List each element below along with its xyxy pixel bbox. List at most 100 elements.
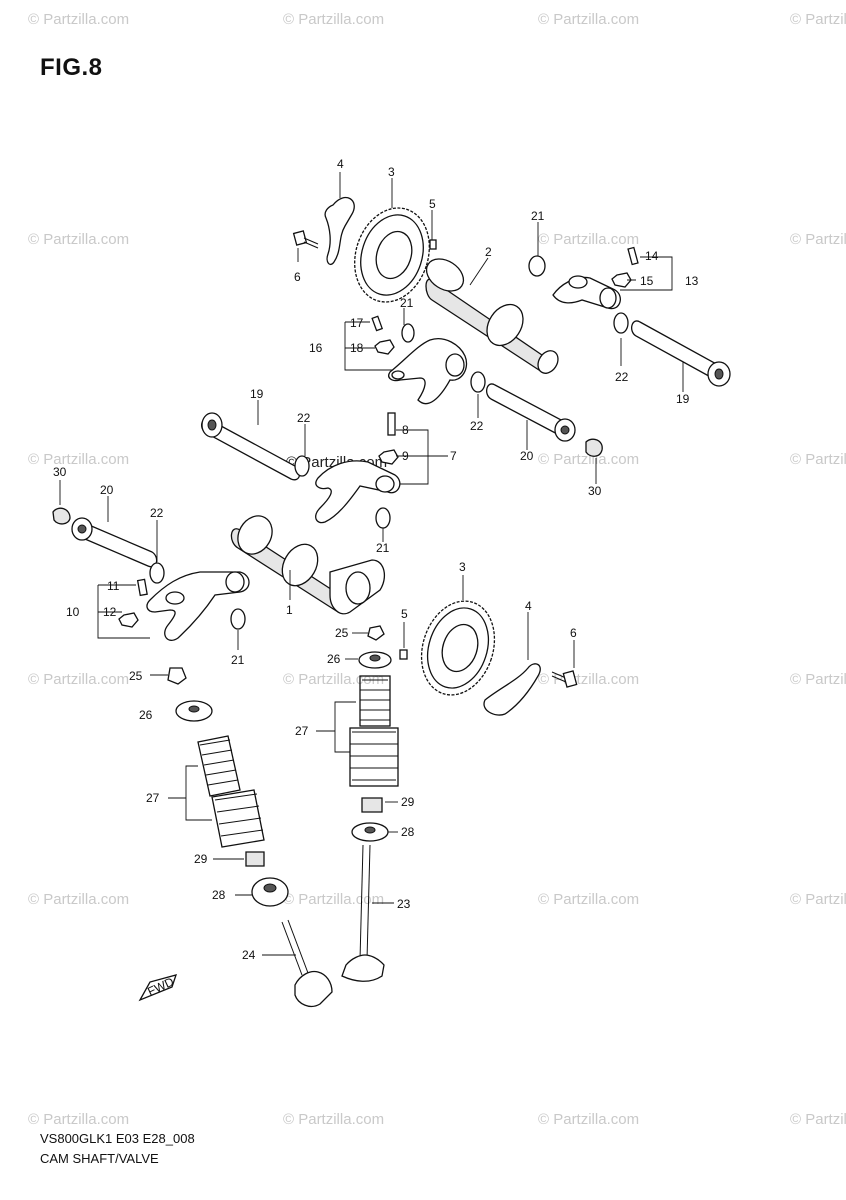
forward-direction-arrow: FWD xyxy=(138,974,177,1002)
callout-21: 21 xyxy=(376,541,390,555)
rocker-shaft-middle xyxy=(485,383,576,442)
spring-seat-28-left xyxy=(251,877,289,907)
callout-21: 21 xyxy=(531,209,545,223)
callout-5: 5 xyxy=(401,607,408,621)
watermark: © Partzilla.com xyxy=(790,671,846,688)
callout-21: 21 xyxy=(231,653,245,667)
valve-cotter-25-right xyxy=(367,625,385,641)
callout-23: 23 xyxy=(397,897,411,911)
adjusting-nut-12 xyxy=(118,612,139,628)
watermark: © Partzilla.com xyxy=(538,1111,639,1128)
callout-26: 26 xyxy=(139,708,153,722)
leader-lines xyxy=(59,172,684,956)
callout-22: 22 xyxy=(297,411,311,425)
callout-6: 6 xyxy=(294,270,301,284)
watermark: © Partzilla.com xyxy=(283,1111,384,1128)
callout-13: 13 xyxy=(685,274,699,288)
callout-16: 16 xyxy=(309,341,323,355)
cylinder-head-cap-left xyxy=(52,507,71,525)
watermark: © Partzilla.com xyxy=(538,11,639,28)
valve-stem-seal-29-left xyxy=(245,851,265,867)
intake-valve-24 xyxy=(281,919,333,1008)
rocker-shaft-right xyxy=(630,320,731,387)
callout-26: 26 xyxy=(327,652,341,666)
valve-springs-27-right xyxy=(349,675,399,787)
valve-stem-seal-29-right xyxy=(361,797,383,813)
cylinder-head-cap-right xyxy=(585,438,603,457)
callout-25: 25 xyxy=(335,626,349,640)
watermark: © Partzilla.com xyxy=(790,451,846,468)
rocker-shaft-oring-lower-left xyxy=(230,608,246,630)
watermark: © Partzilla.com xyxy=(28,451,129,468)
callout-5: 5 xyxy=(429,197,436,211)
watermark: © Partzilla.com xyxy=(538,891,639,908)
callout-22: 22 xyxy=(150,506,164,520)
rocker-arm-exhaust-upper xyxy=(388,338,468,405)
callout-29: 29 xyxy=(194,852,208,866)
valve-cotter-25-left xyxy=(167,667,187,685)
callout-27: 27 xyxy=(295,724,309,738)
rocker-shaft-oring-upper xyxy=(528,255,546,277)
callout-17: 17 xyxy=(350,316,364,330)
callout-11: 11 xyxy=(107,579,120,593)
rocker-arm-middle xyxy=(315,460,401,524)
rocker-shaft-oring-middle xyxy=(375,507,391,529)
rocker-arm-rear-intake xyxy=(552,275,621,310)
cam-sprocket-upper xyxy=(354,207,430,303)
watermark: © Partzilla.com xyxy=(28,231,129,248)
callout-24: 24 xyxy=(242,948,256,962)
adjusting-nut-15 xyxy=(611,272,632,288)
watermark: © Partzilla.com xyxy=(28,1111,129,1128)
spring-retainer-26-left xyxy=(175,700,213,722)
callout-8: 8 xyxy=(402,423,409,437)
watermark: © Partzilla.com xyxy=(790,891,846,908)
callout-25: 25 xyxy=(129,669,143,683)
callout-19: 19 xyxy=(250,387,264,401)
spring-seat-28-right xyxy=(351,822,389,842)
callout-15: 15 xyxy=(640,274,654,288)
watermark: © Partzilla.com xyxy=(28,11,129,28)
callout-28: 28 xyxy=(401,825,415,839)
callout-7: 7 xyxy=(450,449,457,463)
rocker-shaft-lower-left xyxy=(71,517,158,568)
camshaft-front xyxy=(230,515,386,615)
rocker-shaft-left xyxy=(200,412,301,481)
callout-30: 30 xyxy=(53,465,67,479)
callout-20: 20 xyxy=(520,449,534,463)
callout-4: 4 xyxy=(337,157,344,171)
spring-retainer-26-right xyxy=(358,651,392,669)
cam-chain-guide-plate-upper xyxy=(324,196,355,266)
callout-28: 28 xyxy=(212,888,226,902)
rocker-arm-lower-left xyxy=(146,571,250,641)
watermark: © Partzilla.com xyxy=(538,671,639,688)
group-name: CAM SHAFT/VALVE xyxy=(40,1151,159,1166)
callout-14: 14 xyxy=(645,249,659,263)
valve-adjusting-screw-8 xyxy=(387,412,396,436)
watermark: © Partzilla.com xyxy=(283,671,384,688)
watermark: © Partzilla.com xyxy=(28,891,129,908)
rocker-shaft-washer-right xyxy=(613,312,629,334)
rocker-shaft-oring-upper-left xyxy=(401,323,415,343)
callout-18: 18 xyxy=(350,341,364,355)
figure-title: FIG.8 xyxy=(40,54,103,81)
watermark: © Partzilla.com xyxy=(283,891,384,908)
sprocket-bolt-lower xyxy=(551,670,578,688)
adjusting-nut-9 xyxy=(378,449,399,465)
callout-22: 22 xyxy=(615,370,629,384)
watermark-layer: © Partzilla.com © Partzilla.com © Partzi… xyxy=(28,11,846,1128)
callout-21: 21 xyxy=(400,296,414,310)
callout-3: 3 xyxy=(388,165,395,179)
adjusting-nut-18 xyxy=(374,339,395,355)
rocker-shaft-washer-left xyxy=(294,455,310,477)
model-code: VS800GLK1 E03 E28_008 xyxy=(40,1131,195,1146)
cam-chain-guide-plate-lower xyxy=(483,663,541,716)
callout-3: 3 xyxy=(459,560,466,574)
callout-numbers: 4 3 5 6 2 21 14 15 13 21 17 18 16 22 19 … xyxy=(53,157,699,962)
watermark: © Partzilla.com xyxy=(790,231,846,248)
callout-20: 20 xyxy=(100,483,114,497)
watermark: © Partzilla.com xyxy=(790,1111,846,1128)
callout-19: 19 xyxy=(676,392,690,406)
rocker-shaft-washer-lower-left xyxy=(149,562,165,584)
valve-adjusting-screw-11 xyxy=(136,578,148,597)
